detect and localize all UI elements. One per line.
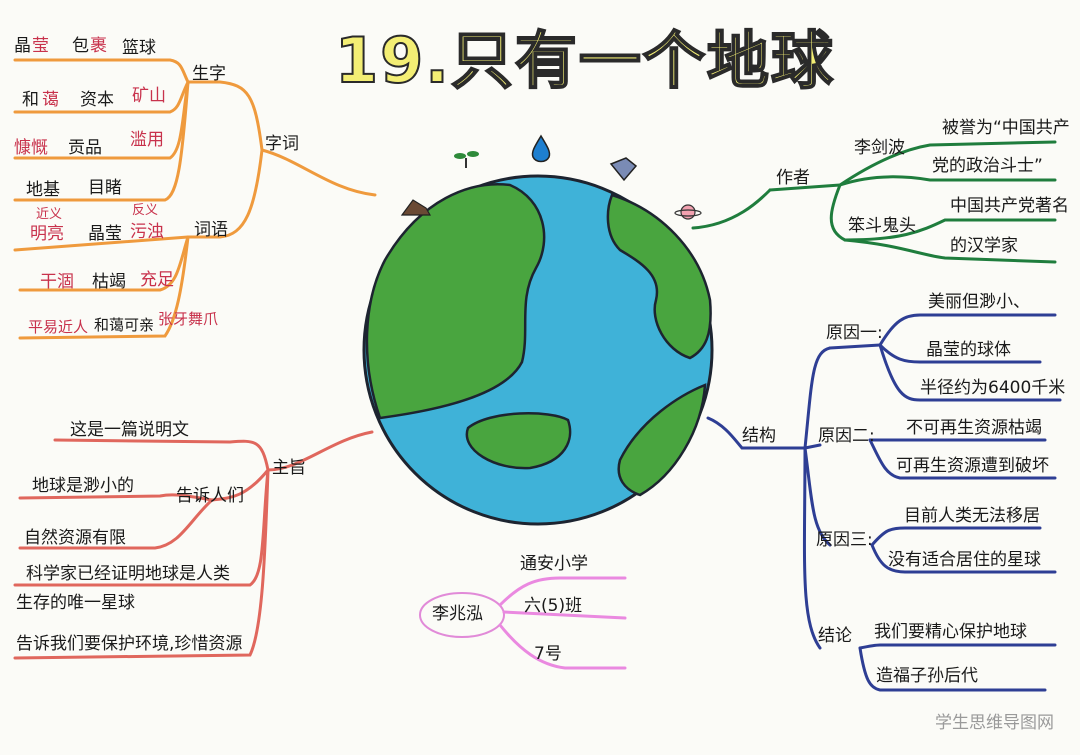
reason-1-line-2: 晶莹的球体 [926, 340, 1011, 360]
label-antonym: 反义 [132, 203, 159, 218]
author-line-1: 被誉为“中国共产 [942, 118, 1070, 138]
reason-2-line-2: 可再生资源遭到破坏 [896, 456, 1049, 476]
char-bao: 包 [72, 36, 89, 56]
conclusion-line-2: 造福子孙后代 [876, 666, 978, 686]
main-idea-line-3: 自然资源有限 [24, 528, 126, 548]
right-bottom-branches [706, 313, 1062, 692]
word-gongpin: 贡品 [68, 138, 102, 158]
right-top-branches [691, 140, 1057, 264]
earth-globe [362, 174, 714, 526]
word-kuangshan: 矿山 [132, 86, 166, 106]
student-class: 六(5)班 [524, 596, 583, 616]
word-zhangyawuzhao: 张牙舞爪 [158, 310, 219, 328]
branch-label-tell-people: 告诉人们 [176, 486, 244, 506]
conclusion-label: 结论 [818, 626, 852, 646]
word-pingyijinren: 平易近人 [28, 318, 89, 336]
word-lanyong: 滥用 [130, 130, 164, 150]
planet-icon [674, 204, 702, 220]
student-branches [419, 576, 627, 670]
char-ying: 莹 [32, 36, 49, 56]
water-drop-icon [531, 134, 551, 163]
conclusion-line-1: 我们要精心保护地球 [874, 622, 1027, 642]
left-bottom-branches [13, 430, 374, 660]
reason-3-label: 原因三: [816, 530, 873, 550]
page-title: 19.只有一个地球 [334, 24, 835, 97]
word-lanqiu: 篮球 [122, 38, 156, 58]
char-ai: 蔼 [42, 90, 59, 110]
main-idea-line-4: 科学家已经证明地球是人类 [26, 564, 230, 584]
diamond-icon [609, 157, 638, 182]
main-idea-line-1: 这是一篇说明文 [70, 420, 189, 440]
sprout-icon [454, 151, 479, 168]
left-top-branches [13, 58, 377, 340]
word-ziben: 资本 [80, 90, 114, 110]
main-idea-line-6: 告诉我们要保护环境,珍惜资源 [16, 634, 243, 654]
reason-2-label: 原因二: [818, 426, 875, 446]
word-mudu: 目睹 [88, 178, 122, 198]
student-name: 李兆泓 [432, 604, 483, 624]
word-heaikeqin: 和蔼可亲 [94, 316, 155, 334]
word-jingying: 晶莹 [88, 224, 122, 244]
char-guo: 裹 [90, 36, 107, 56]
reason-3-line-1: 目前人类无法移居 [904, 506, 1040, 526]
branch-label-structure: 结构 [742, 426, 776, 446]
word-chongzu: 充足 [140, 270, 174, 290]
word-kujie: 枯竭 [92, 272, 126, 292]
author-pen-name: 笨斗鬼头 [848, 216, 916, 236]
reason-2-line-1: 不可再生资源枯竭 [906, 418, 1042, 438]
char-he: 和 [22, 90, 39, 110]
main-idea-line-5: 生存的唯一星球 [16, 593, 135, 613]
label-synonym: 近义 [36, 207, 63, 222]
branch-label-author: 作者 [776, 168, 810, 188]
mountain-icon [400, 199, 432, 216]
branch-label-ciyu: 词语 [194, 220, 228, 240]
word-wuzhuo: 污浊 [130, 222, 164, 242]
char-jing: 晶 [14, 36, 31, 56]
word-gange: 干涸 [40, 272, 74, 292]
main-idea-line-2: 地球是渺小的 [32, 476, 134, 496]
branch-label-shengzi: 生字 [192, 64, 226, 84]
author-name: 李剑波 [854, 138, 905, 158]
word-mingliang: 明亮 [30, 224, 64, 244]
reason-1-line-1: 美丽但渺小、 [928, 292, 1030, 312]
word-kangkai: 慷慨 [14, 138, 48, 158]
branch-label-zici: 字词 [265, 134, 299, 154]
author-line-4: 的汉学家 [950, 236, 1018, 256]
reason-3-line-2: 没有适合居住的星球 [888, 550, 1041, 570]
reason-1-label: 原因一: [826, 323, 883, 343]
author-line-3: 中国共产党著名 [950, 196, 1069, 216]
student-number: 7号 [534, 644, 562, 664]
student-school: 通安小学 [520, 554, 588, 574]
word-diji: 地基 [26, 180, 60, 200]
branch-label-main-idea: 主旨 [272, 458, 306, 478]
watermark: 学生思维导图网 [935, 713, 1054, 733]
reason-1-line-3: 半径约为6400千米 [920, 378, 1066, 398]
author-line-2: 党的政治斗士” [932, 156, 1043, 176]
